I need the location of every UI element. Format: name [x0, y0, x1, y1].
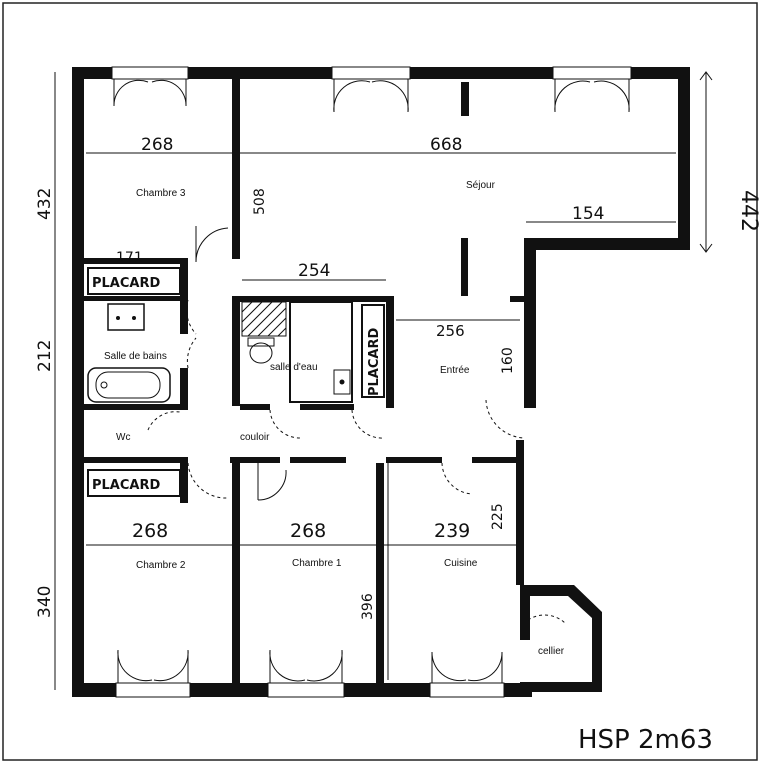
room-salle-deau: salle d'eau — [270, 362, 318, 373]
interior-walls — [84, 79, 524, 683]
dim-chambre3-width: 268 — [141, 135, 173, 155]
room-chambre3: Chambre 3 — [136, 188, 186, 199]
dim-sejour-step: 154 — [572, 204, 604, 224]
dim-height-160: 160 — [500, 347, 516, 374]
dim-right-top: 442 — [736, 190, 761, 232]
room-wc: Wc — [116, 432, 130, 443]
dim-vertical-508: 508 — [252, 188, 268, 215]
dimension-lines — [54, 71, 713, 690]
dim-height-396: 396 — [360, 593, 376, 620]
dim-left-middle: 212 — [35, 340, 55, 372]
bathtub — [87, 367, 171, 403]
sink-salle-de-bains — [107, 303, 145, 331]
room-salle-de-bains: Salle de bains — [104, 351, 167, 362]
dim-cuisine-width: 239 — [434, 520, 470, 542]
signature: HSP 2m63 — [578, 725, 713, 755]
sink-salle-deau — [333, 369, 351, 395]
room-cellier: cellier — [538, 646, 565, 657]
dim-height-225: 225 — [490, 503, 506, 530]
room-entree: Entrée — [440, 365, 470, 376]
dim-chambre2-width: 268 — [132, 520, 168, 542]
room-cuisine: Cuisine — [444, 558, 478, 569]
dim-sejour-width: 668 — [430, 135, 462, 155]
room-chambre1: Chambre 1 — [292, 558, 342, 569]
placard-top-label: PLACARD — [92, 276, 160, 291]
room-chambre2: Chambre 2 — [136, 560, 186, 571]
placard-bottom-label: PLACARD — [92, 478, 160, 493]
toilet-salle-deau — [247, 337, 275, 364]
window-top-sejour-2 — [552, 66, 632, 113]
dim-width-256: 256 — [436, 322, 465, 340]
window-top-sejour-1 — [331, 66, 411, 113]
room-couloir: couloir — [240, 432, 270, 443]
partition-salle-deau — [289, 301, 353, 403]
room-sejour: Séjour — [466, 180, 496, 191]
dim-left-top: 432 — [35, 188, 55, 220]
dim-placard-171: 171 — [116, 250, 143, 266]
dim-width-254: 254 — [298, 261, 330, 281]
dim-left-bottom: 340 — [35, 586, 55, 618]
placard-bottom-box — [87, 469, 181, 497]
placard-vertical-box — [361, 304, 385, 398]
dim-chambre1-width: 268 — [290, 520, 326, 542]
placard-vertical-label: PLACARD — [367, 328, 382, 396]
shower-tray — [241, 301, 287, 337]
window-top-chambre3 — [111, 66, 189, 107]
door-swings — [147, 226, 567, 625]
window-bottom-chambre1 — [267, 649, 345, 698]
placard-top-box — [87, 267, 181, 295]
window-bottom-chambre2 — [115, 649, 191, 698]
window-bottom-cuisine — [429, 651, 505, 698]
